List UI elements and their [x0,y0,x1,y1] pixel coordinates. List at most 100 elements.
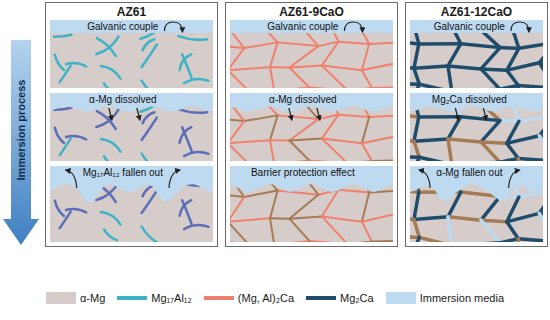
grain-boundary-phase [230,119,244,121]
immersion-media [50,166,213,203]
grain-boundary-phase [322,66,362,71]
grain-boundary-phase [348,242,372,243]
grain-boundary-phase [414,217,448,220]
grain-boundary-phase [278,191,319,195]
stage-note: α-Mg dissolved [87,94,158,106]
dissolve-arrow [455,108,458,120]
grain-boundary-phase [289,66,321,68]
grain-boundary-phase [322,190,339,217]
grain-boundary-phase [519,116,543,122]
grain-boundary-phase [481,142,507,143]
legend-item: α-Mg [46,292,105,304]
grain-boundary-phase [298,160,310,161]
galvanic-icon [344,22,362,32]
dissolve-arrow [289,108,292,120]
immersion-media [50,20,213,33]
grain-boundary-phase [230,159,249,161]
arrow-label: Immersion process [15,80,27,181]
grain-boundary-phase [289,46,318,67]
stage-image [50,93,213,161]
process-arrow: Immersion process [3,40,39,245]
dissolve-arrow [137,108,140,120]
grain-boundary-phase [289,216,321,218]
grain-boundary-phase [339,115,370,117]
grain-boundary-phase [410,237,419,242]
grain-boundary-phase [372,240,393,242]
fall-out-arrow [509,170,520,188]
mg17al12-phase [60,212,71,229]
fall-out-arrow [419,170,430,188]
mg17al12-phase [104,156,117,161]
grain-boundary-phase [372,86,393,88]
grain-boundary-phase [500,119,519,123]
arrow-body [3,40,39,245]
grain-boundary-phase [362,192,369,221]
immersion-media [410,93,543,112]
stage-note: Galvanic couple [432,21,507,33]
grain-boundary-phase [369,42,393,44]
dissolve-arrow [109,108,112,120]
panel-title: AZ61-9CaO [226,5,397,19]
mg17al12-phase [101,139,120,152]
grain-boundary-phase [230,240,249,242]
legend-swatch [386,292,416,304]
grain-boundary-phase [322,216,348,242]
mg17al12-phase [104,83,117,88]
mg17al12-phase [55,55,64,70]
legend-text: Mg₁₇Al₁₂ [151,292,192,304]
grain-boundary-phase [270,140,274,161]
grain-boundary-phase [230,46,244,48]
grain-boundary-phase [410,84,419,88]
grain-boundary-phase [410,157,419,161]
stage-image [50,20,213,88]
grain-boundary-phase [362,136,393,144]
grain-boundary-phase [448,139,452,161]
grain-boundary-phase [481,69,507,70]
grain-boundary-phase [363,242,372,243]
grain-boundary-phase [230,195,244,197]
grain-boundary-phase [270,139,289,141]
grain-boundary-phase [448,44,461,66]
grain-boundary-phase [414,117,419,141]
grain-boundary-phase [230,197,244,222]
stage-note: Barrier protection effect [249,167,357,179]
grain-boundary-phase [230,121,244,143]
mg17al12-phase [54,35,72,37]
grain-boundary-phase [507,70,519,85]
grain-boundary-phase [309,241,347,242]
grain-boundary-phase [419,237,452,242]
legend-item: (Mg, Al)₂Ca [204,292,294,304]
grain-boundary-phase [289,141,309,161]
grain-boundary-phase [270,67,274,88]
grain-boundary-phase [230,67,270,70]
grain-boundary-phase [461,117,500,121]
mg17al12-phase [178,36,207,40]
grain-boundary-phase [274,160,309,161]
stage-note: Galvanic couple [85,21,160,33]
grain-boundary-phase [507,63,539,71]
grain-boundary-phase [362,117,369,143]
mg17al12-phase [96,37,118,54]
grain-boundary-phase [500,239,518,242]
grain-boundary-phase [481,142,500,161]
mg17al12-phase [96,110,118,127]
stage-image [410,93,543,161]
grain-boundary-phase [507,136,539,144]
mg17al12-phase [180,127,192,143]
grain-boundary-phase [309,87,347,88]
fall-out-arrow [169,170,180,188]
grain-boundary-phase [414,44,419,68]
mg17al12-phase [55,201,64,216]
grain-boundary-phase [481,220,507,222]
alpha-mg-matrix [230,93,393,161]
grain-boundary-phase [230,140,270,143]
grain-boundary-phase [322,66,348,88]
mg17al12-phase [142,191,157,213]
grain-boundary-phase [230,218,270,221]
mg17al12-phase [60,66,71,83]
grain-boundary-phase [517,239,518,242]
legend-text: Immersion media [420,292,504,304]
grain-boundary-phase [274,87,309,88]
stage-note: Mg₁₇Al₁₂ fallen out [81,167,165,179]
